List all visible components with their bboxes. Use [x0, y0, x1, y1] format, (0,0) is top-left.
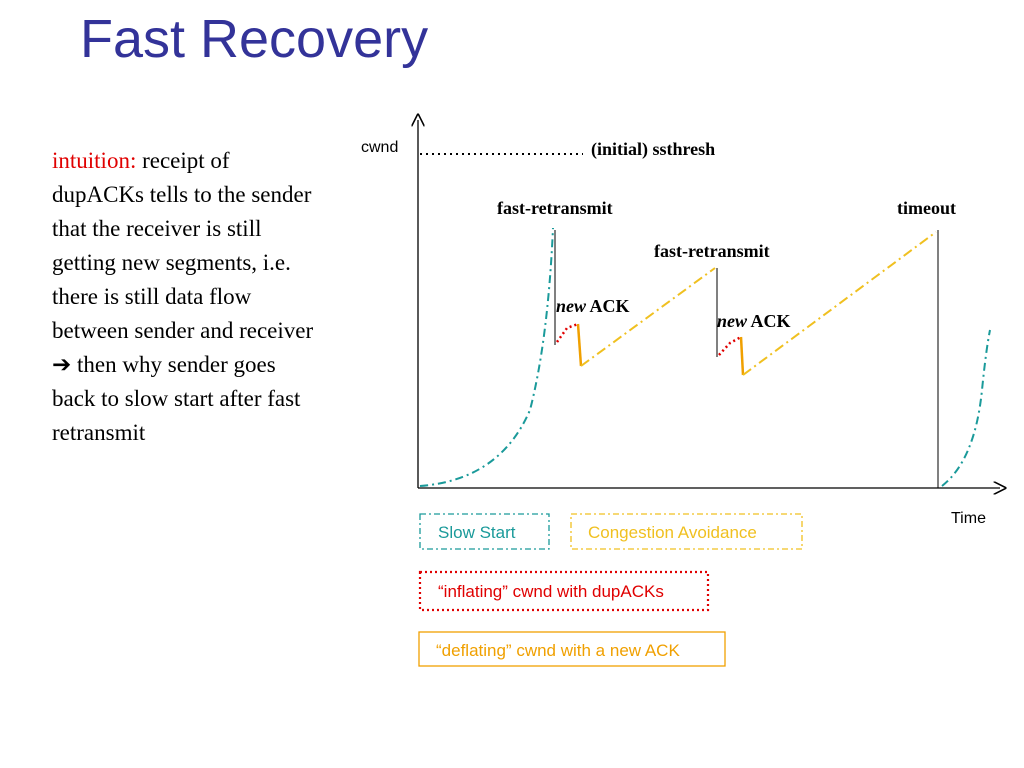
new-word-1: new	[556, 296, 587, 316]
legend-slow-start-box	[419, 513, 550, 550]
intuition-text: intuition: receipt of dupACKs tells to t…	[52, 144, 322, 450]
slow-start-curve-2	[941, 329, 991, 487]
new-ack-label-1: new ACK	[556, 296, 630, 316]
deflating-segment-2	[739, 336, 745, 376]
legend-deflating: “deflating” cwnd with a new ACK	[436, 641, 680, 660]
x-axis-label: Time	[951, 510, 986, 527]
legend-slow-start: Slow Start	[438, 523, 516, 542]
inflating-segment-1	[555, 322, 579, 343]
deflating-segment-1	[576, 323, 583, 367]
congestion-avoidance-line-1	[580, 267, 716, 367]
slow-start-curve-1	[419, 227, 554, 487]
page-title: Fast Recovery	[80, 9, 429, 69]
timeout-label: timeout	[897, 198, 956, 218]
legend-deflating-box	[418, 631, 726, 667]
inflating-segment-2	[718, 335, 742, 356]
fast-retransmit-label-1: fast-retransmit	[497, 198, 613, 218]
legend-inflating-box	[418, 570, 710, 612]
intuition-body-1: receipt of dupACKs tells to the sender t…	[52, 148, 314, 343]
intuition-body-2: then why sender goes back to slow start …	[52, 352, 301, 445]
new-word-2: new	[717, 311, 748, 331]
legend-congestion-avoidance: Congestion Avoidance	[588, 523, 757, 542]
ssthresh-label: (initial) ssthresh	[591, 139, 715, 160]
intuition-label: intuition:	[52, 148, 137, 173]
congestion-avoidance-line-2	[742, 231, 937, 376]
fast-retransmit-label-2: fast-retransmit	[654, 241, 770, 261]
new-ack-label-2: new ACK	[717, 311, 791, 331]
y-axis-label: cwnd	[361, 139, 398, 156]
right-arrow-icon: ➔	[52, 352, 72, 377]
legend-congestion-avoidance-box	[570, 513, 803, 550]
ack-word-1: ACK	[586, 296, 630, 316]
ack-word-2: ACK	[747, 311, 791, 331]
legend-inflating: “inflating” cwnd with dupACKs	[438, 582, 664, 601]
